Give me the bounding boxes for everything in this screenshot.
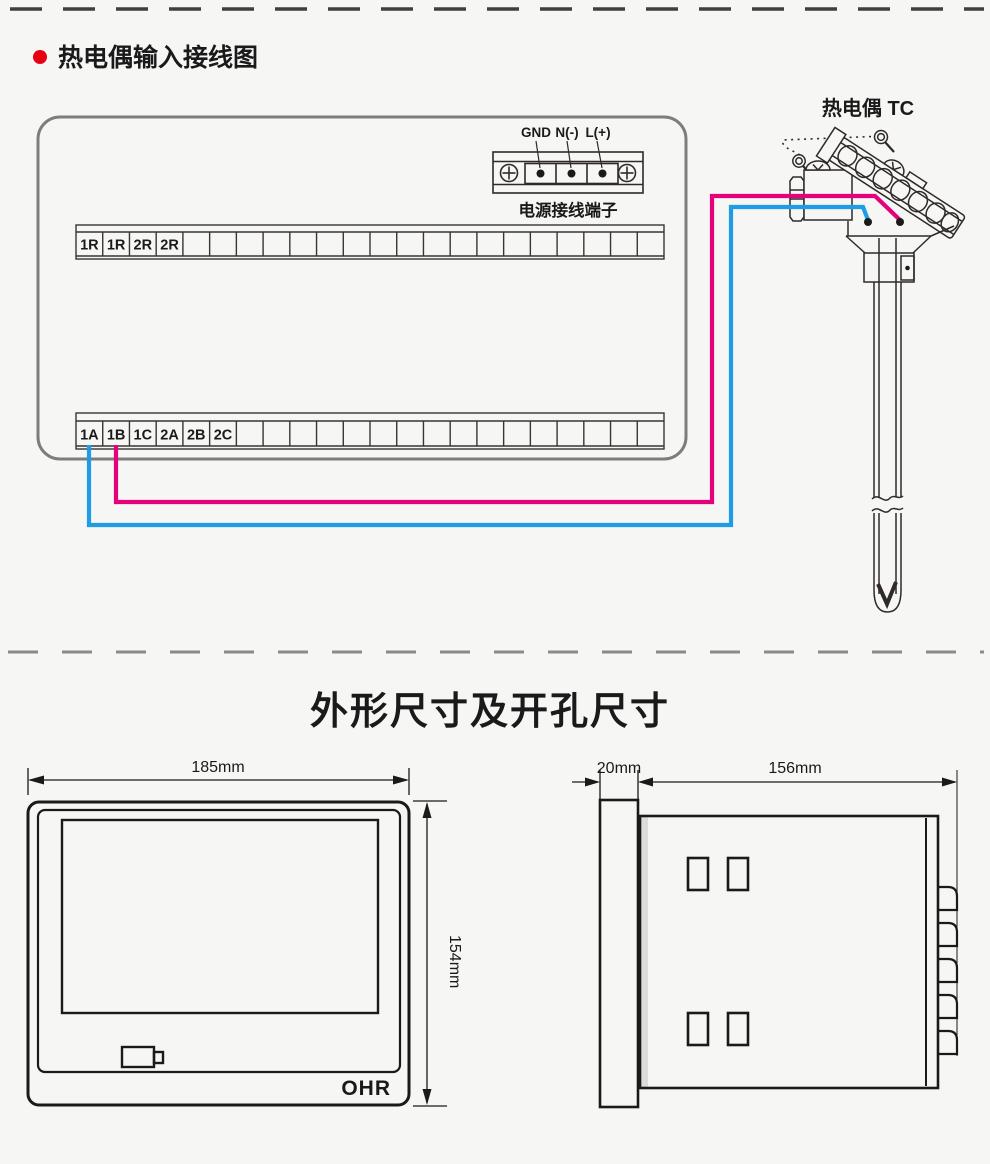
terminal-cap (815, 126, 966, 239)
front-panel-face (36, 808, 402, 1074)
side-bezel (598, 798, 640, 1109)
clamp-dome-icon (805, 160, 831, 171)
front-view: 185mm OHR 154mm (26, 759, 463, 1107)
side-length-label: 156mm (768, 760, 821, 777)
terminal-label: 1B (107, 428, 126, 444)
terminal-dot (896, 218, 904, 226)
side-depth-label: 20mm (597, 760, 641, 777)
terminal-label: 1R (80, 238, 99, 254)
side-body (638, 814, 940, 1090)
power-terminal-block (492, 140, 644, 194)
section1-title: 热电偶输入接线图 (58, 43, 258, 72)
power-terminal-caption: 电源接线端子 (519, 200, 619, 220)
usb-port-icon (120, 1045, 165, 1069)
input-terminal-strip: 1A 1B 1C 2A 2B 2C (75, 412, 665, 450)
terminal-dot (864, 218, 872, 226)
front-bezel-outline (26, 800, 411, 1107)
terminal-label: 1A (80, 428, 99, 444)
front-height-label: 154mm (446, 935, 463, 988)
terminal-label: 2C (214, 428, 233, 444)
section2-title: 外形尺寸及开孔尺寸 (310, 691, 670, 733)
depth-dimension (572, 770, 958, 1056)
brand-logo: OHR (341, 1077, 391, 1100)
body-shadow (641, 817, 648, 1087)
probe-stem (871, 282, 904, 613)
eye-screw-icon (873, 129, 895, 153)
screw-icon (499, 163, 519, 183)
terminal-label: 1C (134, 428, 153, 444)
side-view: 20mm 156mm (572, 760, 959, 1109)
terminal-label: 2A (160, 428, 179, 444)
wire-positive-magenta (113, 193, 902, 505)
height-dimension (413, 800, 447, 1107)
power-label-n: N(-) (555, 125, 578, 140)
power-label-l: L(+) (585, 125, 610, 140)
sensor-label: 热电偶 TC (822, 96, 914, 120)
width-dimension (27, 768, 410, 795)
rear-panel-outline (36, 115, 688, 461)
screw-icon (617, 163, 637, 183)
front-width-label: 185mm (191, 759, 244, 776)
screen (60, 818, 380, 1015)
vent-slots (686, 856, 750, 1047)
terminal-label: 2R (160, 238, 179, 254)
bullet-icon (33, 50, 47, 64)
terminal-connectors (938, 885, 959, 1056)
terminal-label: 2R (134, 238, 153, 254)
terminal-label: 1R (107, 238, 126, 254)
wire-negative-blue (86, 204, 870, 528)
tip-v-mark (876, 581, 898, 610)
power-label-gnd: GND (521, 125, 551, 140)
terminal-label: 2B (187, 428, 206, 444)
thermocouple-drawing (781, 126, 966, 613)
relay-terminal-strip: 1R 1R 2R 2R (75, 224, 665, 260)
hex-fitting (789, 176, 805, 222)
